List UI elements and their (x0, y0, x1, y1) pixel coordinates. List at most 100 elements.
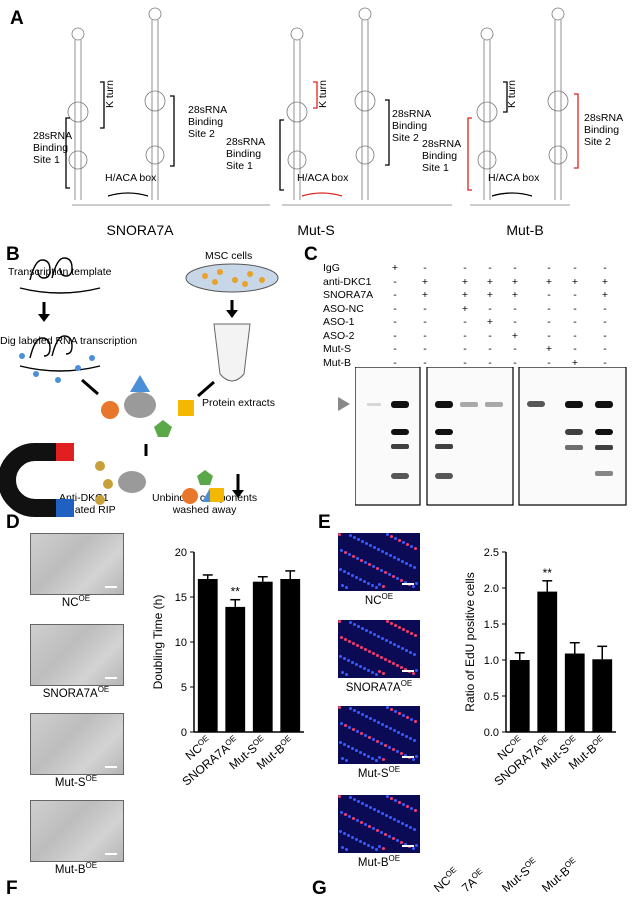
y-tick-label: 5 (181, 682, 187, 694)
scale-bar (402, 670, 414, 672)
condition-label: SNORA7A (323, 289, 374, 301)
condition-mark: - (547, 329, 551, 342)
significance-label: ** (231, 585, 241, 599)
y-tick-label: 0.0 (484, 727, 499, 739)
y-tick-label: 1.5 (484, 619, 499, 631)
condition-mark: - (547, 302, 551, 315)
g-column-label: NCOE (431, 864, 459, 895)
condition-label: ASO-NC (323, 302, 364, 315)
micrograph (338, 533, 420, 591)
micrograph (30, 800, 124, 862)
micrograph (30, 624, 124, 686)
scale-bar (402, 583, 414, 585)
g-column-label: 7AOE (459, 866, 485, 895)
panel-label-c: C (304, 244, 318, 265)
condition-mark: - (603, 343, 607, 355)
hava-box-label: H/ACA box (297, 172, 349, 184)
condition-label: IgG (323, 262, 340, 274)
diag-arrow-icon (81, 378, 99, 396)
condition-mark: + (461, 302, 469, 315)
condition-mark: + (421, 275, 429, 288)
y-tick-label: 2.0 (484, 583, 499, 595)
scale-bar (105, 853, 117, 855)
condition-label: ASO-2 (323, 329, 355, 342)
bar (225, 606, 246, 732)
blot-panel-2 (426, 367, 514, 506)
condition-mark: - (513, 262, 517, 274)
culture-dish-icon (185, 263, 279, 293)
condition-label: anti-DKC1 (323, 275, 372, 288)
micrograph-caption: Mut-BOE (357, 854, 401, 869)
condition-mark: - (488, 262, 492, 274)
micrograph-caption: Mut-SOE (54, 774, 98, 789)
condition-mark: - (488, 356, 492, 369)
condition-mark: - (603, 302, 607, 315)
scale-bar (402, 756, 414, 758)
protein-extracts-label: Protein extracts (202, 397, 275, 409)
magnet-icon (0, 443, 65, 517)
condition-mark: - (393, 316, 397, 328)
dig-label-dots (19, 353, 95, 383)
scale-bar (105, 586, 117, 588)
yellow-square-icon (210, 488, 224, 502)
condition-mark: + (486, 316, 494, 328)
condition-mark: - (603, 316, 607, 328)
condition-mark: + (601, 275, 609, 288)
condition-mark: + (461, 289, 469, 301)
scale-bar (105, 766, 117, 768)
condition-mark: - (393, 329, 397, 342)
micrograph-caption: SNORA7AOE (345, 679, 413, 694)
blot-arrow-icon (338, 397, 350, 411)
g-column-label: Mut-SOE (499, 855, 538, 895)
k-turn-label: K turn (104, 80, 116, 109)
panel-label-d: D (6, 512, 20, 533)
bar (197, 579, 218, 732)
condition-mark: - (547, 262, 551, 274)
condition-mark: - (423, 316, 427, 328)
condition-mark: + (421, 289, 429, 301)
orange-circle-icon (182, 488, 198, 504)
k-turn-label: K turn (506, 80, 518, 109)
condition-mark: - (573, 343, 577, 355)
condition-mark: - (547, 356, 551, 369)
cell-dots (202, 269, 265, 287)
bar (537, 591, 558, 732)
micrograph-caption: Mut-SOE (357, 765, 401, 780)
micrograph (30, 533, 124, 595)
condition-mark: + (486, 275, 494, 288)
condition-mark: - (513, 343, 517, 355)
diag-arrow-icon (197, 380, 215, 398)
micrograph (338, 620, 420, 678)
micrograph-caption: NCOE (61, 594, 91, 609)
micrograph (338, 795, 420, 853)
y-tick-label: 10 (175, 637, 187, 649)
tube-icon (213, 323, 251, 382)
micrograph-caption: Mut-BOE (54, 861, 98, 876)
green-pentagon-icon (197, 470, 213, 485)
rip-condition-table: IgG+-------anti-DKC1-+++++++SNORA7A-++++… (323, 262, 626, 374)
arrowhead-icon (232, 490, 244, 498)
condition-mark: - (603, 329, 607, 342)
condition-mark: - (573, 316, 577, 328)
condition-label: Mut-S (323, 343, 352, 355)
structure-name: Mut-S (297, 222, 335, 238)
condition-mark: - (463, 262, 467, 274)
condition-mark: - (603, 356, 607, 369)
magnet-pole-blue (56, 499, 74, 517)
arrowhead-icon (226, 310, 238, 318)
condition-mark: - (423, 262, 427, 274)
condition-mark: - (513, 302, 517, 315)
condition-mark: + (461, 275, 469, 288)
condition-mark: - (547, 316, 551, 328)
y-axis-label: Doubling Time (h) (151, 595, 165, 690)
bead-icons (95, 461, 113, 505)
orange-circle-icon (101, 401, 119, 419)
y-tick-label: 2.5 (484, 547, 499, 559)
y-tick-label: 0 (181, 727, 187, 739)
condition-mark: + (545, 343, 553, 355)
